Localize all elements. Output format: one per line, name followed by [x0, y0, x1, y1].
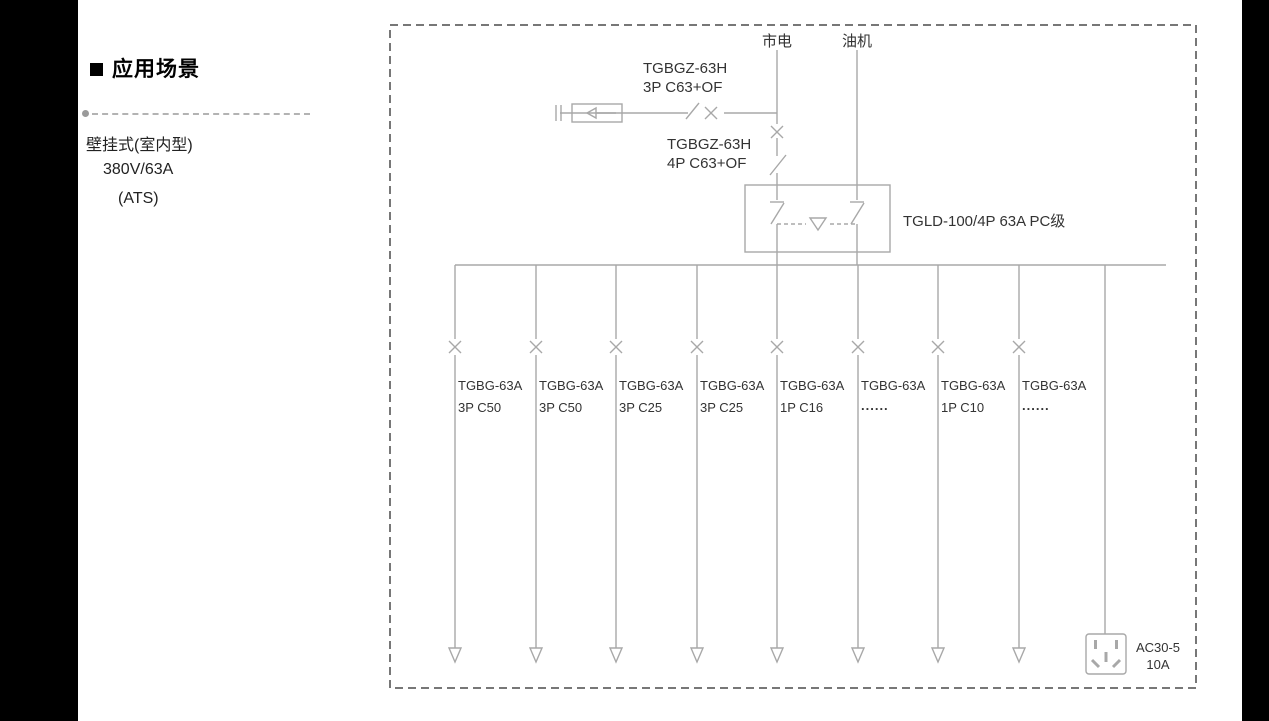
page-edge-right	[1242, 0, 1269, 721]
feeder-spec-label: 1P C10	[941, 400, 985, 415]
feeder-arrow-icon	[1011, 647, 1027, 664]
breaker-x-icon	[1012, 340, 1026, 354]
feeder-model-label: TGBG-63A	[700, 378, 765, 393]
feeder-line	[528, 265, 544, 664]
mains-incoming-line	[769, 50, 787, 200]
divider-dot-icon	[82, 110, 89, 117]
feeder-line	[930, 265, 946, 664]
spd-branch	[555, 102, 777, 123]
contact-blade-icon	[769, 154, 787, 176]
feeder-arrow-icon	[769, 647, 785, 664]
feeder-spec-label: 3P C50	[458, 400, 502, 415]
feeder-arrow-icon	[930, 647, 946, 664]
contact-blade-icon	[850, 202, 865, 225]
contact-blade-icon	[770, 202, 785, 225]
linkage-triangle-icon	[808, 217, 828, 232]
feeder-line	[850, 265, 866, 664]
main-breaker-spec-label: 4P C63+OF	[667, 155, 747, 172]
feeder-spec-label: 1P C16	[780, 400, 824, 415]
feeder-model-label: TGBG-63A	[619, 378, 684, 393]
breaker-x-icon	[770, 125, 784, 139]
section-title: 应用场景	[112, 58, 200, 81]
branch-breaker-spec-label: 3P C63+OF	[643, 79, 723, 96]
feeder-line	[689, 265, 705, 664]
breaker-x-icon	[690, 340, 704, 354]
feeder-model-label: TGBG-63A	[941, 378, 1006, 393]
terminal-bars-icon	[555, 105, 562, 121]
feeder-spec-label: 3P C25	[700, 400, 744, 415]
contact-blade-icon	[685, 102, 700, 120]
feeder-spec-label: 3P C50	[539, 400, 583, 415]
socket-feeder	[1085, 265, 1127, 675]
feeder-line	[1011, 265, 1027, 664]
breaker-x-icon	[529, 340, 543, 354]
application-type-text: 壁挂式(室内型)	[86, 137, 193, 154]
branch-breaker-model-label: TGBGZ-63H	[643, 60, 728, 77]
feeder-model-label: TGBG-63A	[458, 378, 523, 393]
feeder-line	[769, 265, 785, 664]
socket-model-label: AC30-5	[1135, 640, 1181, 655]
genset-source-label: 油机	[841, 33, 872, 50]
feeder-arrow-icon	[850, 647, 866, 664]
feeder-arrow-icon	[447, 647, 463, 664]
feeder-model-label: TGBG-63A	[539, 378, 604, 393]
rating-text: 380V/63A	[103, 161, 174, 178]
breaker-x-icon	[704, 106, 718, 120]
feeder-arrow-icon	[689, 647, 705, 664]
feeder-line	[447, 265, 463, 664]
feeder-arrow-icon	[608, 647, 624, 664]
breaker-x-icon	[931, 340, 945, 354]
ats-switch-box	[744, 184, 891, 265]
socket-rating-label: 10A	[1146, 657, 1170, 672]
feeder-arrow-icon	[528, 647, 544, 664]
arrow-left-icon	[585, 106, 597, 120]
section-bullet-icon	[90, 63, 103, 76]
feeder-spec-label: 3P C25	[619, 400, 663, 415]
feeder-line	[608, 265, 624, 664]
spd-box-icon	[571, 103, 623, 123]
breaker-x-icon	[448, 340, 462, 354]
feeder-spec-label: ......	[861, 398, 889, 413]
feeder-model-label: TGBG-63A	[861, 378, 926, 393]
mains-source-label: 市电	[761, 33, 792, 50]
breaker-x-icon	[609, 340, 623, 354]
section-divider	[92, 113, 310, 115]
page-edge-left	[0, 0, 78, 721]
breaker-x-icon	[770, 340, 784, 354]
ats-label: TGLD-100/4P 63A PC级	[903, 213, 1066, 230]
main-breaker-model-label: TGBGZ-63H	[667, 136, 752, 153]
ats-text: (ATS)	[118, 190, 159, 207]
diagram-dashed-border	[389, 24, 1197, 689]
feeder-model-label: TGBG-63A	[1022, 378, 1087, 393]
feeder-spec-label: ......	[1022, 398, 1050, 413]
breaker-x-icon	[851, 340, 865, 354]
feeder-model-label: TGBG-63A	[780, 378, 845, 393]
socket-outline-icon	[1085, 633, 1127, 675]
